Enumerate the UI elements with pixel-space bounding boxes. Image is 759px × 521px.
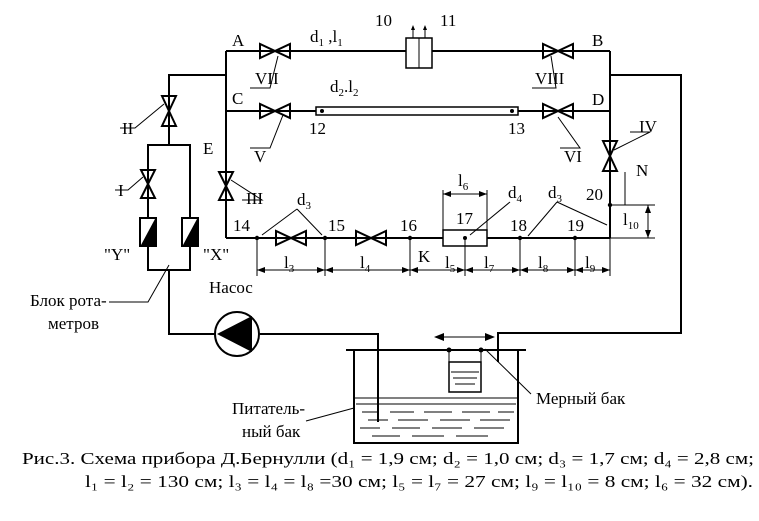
label-valve-ii: II	[122, 119, 134, 138]
measuring-tank[interactable]	[434, 333, 495, 393]
label-18: 18	[510, 216, 527, 235]
segment-labels: l3 l4 l5 l6 l7 l8 l9 l10	[284, 171, 639, 275]
label-valve-iii: III	[246, 189, 263, 208]
label-c: C	[232, 89, 243, 108]
label-e: E	[203, 139, 213, 158]
label-b: B	[592, 31, 603, 50]
pipe-labels: d1 ,l1 d2.l2 d3 d4 d3	[297, 27, 563, 212]
leader-lines	[109, 55, 651, 422]
label-valve-v: V	[254, 147, 267, 166]
valve-vi[interactable]	[542, 102, 574, 120]
caption-line-2: l₁ = l₂ = 130 см; l₃ = l₄ = l₈ =30 см; l…	[85, 472, 753, 491]
label-12: 12	[309, 119, 326, 138]
label-d3-left: d3	[297, 190, 312, 212]
label-valve-iv: IV	[639, 117, 658, 136]
label-supply-tank-1: Питатель-	[232, 399, 305, 418]
label-d3-right: d3	[548, 183, 563, 205]
label-11: 11	[440, 11, 456, 30]
label-16: 16	[400, 216, 417, 235]
label-supply-tank-2: ный бак	[242, 422, 301, 441]
label-19: 19	[567, 216, 584, 235]
valve-ii[interactable]	[160, 95, 178, 127]
dimension-arrows	[257, 191, 651, 273]
valve-vii[interactable]	[259, 42, 291, 60]
label-l10: l10	[623, 210, 639, 232]
label-17: 17	[456, 209, 474, 228]
pipe-return	[497, 74, 682, 362]
label-d2-l2: d2.l2	[330, 77, 358, 99]
label-rotameter-block-1: Блок рота-	[30, 291, 107, 310]
pump	[214, 311, 260, 357]
label-valve-viii: VIII	[535, 69, 565, 88]
label-valve-vii: VII	[255, 69, 279, 88]
figure-caption: Рис.3. Схема прибора Д.Бернулли (d₁ = 1,…	[22, 449, 754, 491]
rotameter-labels: "Y" "X"	[104, 245, 229, 264]
label-10: 10	[375, 11, 392, 30]
pipe-pump-to-tank	[260, 333, 379, 422]
label-20: 20	[586, 185, 603, 204]
valve-iv[interactable]	[601, 140, 619, 172]
label-l4: l4	[360, 253, 371, 275]
label-pump: Насос	[209, 278, 253, 297]
label-l7: l7	[484, 253, 495, 275]
label-valve-i: I	[118, 181, 124, 200]
label-15: 15	[328, 216, 345, 235]
label-n: N	[636, 161, 648, 180]
label-d4: d4	[508, 183, 523, 205]
rotameter-y	[139, 217, 157, 247]
label-valve-vi: VI	[564, 147, 582, 166]
label-a: A	[232, 31, 245, 50]
valve-iii[interactable]	[217, 171, 235, 201]
pipe-rotameter-top	[147, 144, 191, 218]
label-l8: l8	[538, 253, 549, 275]
pipe-to-pump	[168, 270, 215, 335]
point-labels: A B C D E K N 10 11 12 13 14 15 16 17 18…	[203, 11, 648, 266]
label-l3: l3	[284, 253, 295, 275]
caption-line-1: Рис.3. Схема прибора Д.Бернулли (d₁ = 1,…	[22, 449, 754, 468]
valve-bottom-1[interactable]	[275, 229, 307, 247]
label-14: 14	[233, 216, 251, 235]
pipe-supply-branch	[168, 74, 226, 145]
label-l9: l9	[585, 253, 596, 275]
instrument-10-11	[405, 25, 433, 69]
water-surface	[354, 397, 518, 437]
label-l5: l5	[445, 253, 456, 275]
label-d: D	[592, 90, 604, 109]
valve-i[interactable]	[139, 169, 157, 199]
supply-tank	[346, 349, 526, 444]
valve-v[interactable]	[259, 102, 291, 120]
label-13: 13	[508, 119, 525, 138]
rotameters	[139, 217, 199, 247]
valves	[139, 42, 619, 247]
valve-labels: VII VIII V VI II I III IV	[118, 69, 658, 208]
label-k: K	[418, 247, 431, 266]
label-rotameter-block-2: метров	[48, 314, 99, 333]
valve-viii[interactable]	[542, 42, 574, 60]
rotameter-x	[181, 217, 199, 247]
label-rotameter-x: "X"	[203, 245, 229, 264]
valve-bottom-2[interactable]	[355, 229, 387, 247]
pipe-rotameter-bottom	[147, 245, 191, 271]
label-l6: l6	[458, 171, 469, 193]
tube-d2	[315, 106, 519, 116]
equipment-labels: Блок рота- метров Насос Мерный бак Питат…	[30, 278, 626, 441]
label-d1-l1: d1 ,l1	[310, 27, 343, 49]
label-measuring-tank: Мерный бак	[536, 389, 626, 408]
label-rotameter-y: "Y"	[104, 245, 130, 264]
